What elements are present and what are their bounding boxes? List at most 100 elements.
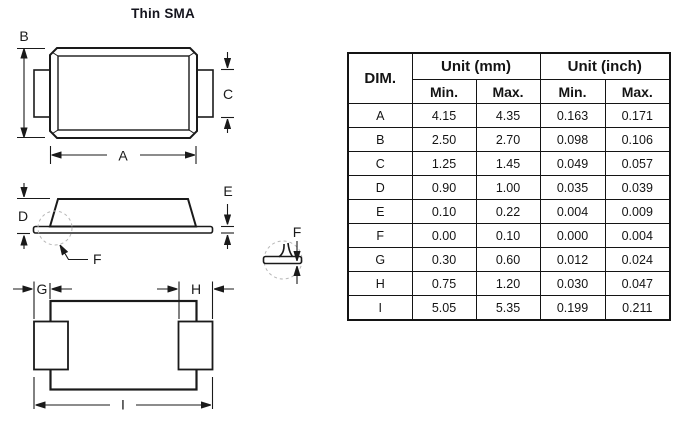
dim-value-cell: 0.024 [604,247,671,272]
dim-value-cell: 0.171 [604,103,671,128]
package-outline-drawing: B A C [13,28,303,413]
dim-label-d: D [18,208,28,224]
top-view-body-outline [49,47,198,139]
dim-label-b: B [19,28,28,44]
page-title: Thin SMA [131,6,195,21]
dim-label-f-detail: F [293,224,302,240]
dim-value-cell: 0.106 [604,127,671,152]
bottom-view: G H I [13,281,234,413]
corner-bevel [52,52,59,57]
dim-value-cell: 0.009 [604,199,671,224]
dimension-I: I [33,377,214,413]
dim-label-f: F [93,251,102,267]
dim-value-cell: 0.22 [475,199,541,224]
dim-value-cell: 0.004 [604,223,671,248]
dim-value-cell: 2.50 [411,127,477,152]
dimension-D: D [17,183,50,249]
dimension-C: C [221,52,234,133]
dim-label-g: G [37,281,48,297]
dim-label-c: C [223,86,233,102]
side-view: D E F [17,183,234,267]
dim-value-cell: 0.012 [539,247,606,272]
dim-value-cell: 5.05 [411,295,477,321]
lead-bend [287,242,294,257]
dim-value-cell: 0.00 [411,223,477,248]
dim-value-cell: 1.25 [411,151,477,176]
dim-letter-cell: D [347,175,413,200]
foot-cross-section [262,255,303,265]
corner-bevel [188,129,195,134]
corner-bevel [188,52,195,57]
dim-value-cell: 0.047 [604,271,671,296]
dim-letter-cell: H [347,271,413,296]
dim-value-cell: 1.45 [475,151,541,176]
top-view-right-lead [196,69,214,118]
bottom-view-body [49,299,198,391]
mm-min-header-cell: Min. [411,79,477,104]
dimension-A: A [49,146,197,164]
dim-letter-cell: F [347,223,413,248]
dimension-H: H [157,281,234,319]
corner-bevel [52,129,59,134]
dim-letter-cell: C [347,151,413,176]
dim-value-cell: 0.039 [604,175,671,200]
bottom-view-left-pad [33,320,69,371]
dim-value-cell: 0.004 [539,199,606,224]
dimension-B: B [17,28,45,139]
unit-inch-header-cell: Unit (inch) [539,52,671,80]
dim-header-cell: DIM. [347,52,413,104]
dim-value-cell: 1.20 [475,271,541,296]
dim-value-cell: 1.00 [475,175,541,200]
dim-value-cell: 0.057 [604,151,671,176]
dimension-E: E [221,183,234,249]
inch-max-header-cell: Max. [604,79,671,104]
dim-value-cell: 4.35 [475,103,541,128]
dim-letter-cell: B [347,127,413,152]
dim-letter-cell: E [347,199,413,224]
dim-value-cell: 0.90 [411,175,477,200]
lead-foot-detail: F [262,224,303,284]
mm-max-header-cell: Max. [475,79,541,104]
dim-label-a: A [118,148,128,164]
dim-label-h: H [191,281,201,297]
dim-value-cell: 0.049 [539,151,606,176]
dim-value-cell: 0.199 [539,295,606,321]
dimensions-table: DIM. Unit (mm) Unit (inch) Min. Max. Min… [347,52,671,321]
top-view-left-lead [33,69,51,118]
dimension-F-detail: F [293,224,302,284]
dim-value-cell: 5.35 [475,295,541,321]
top-view: B A C [17,28,234,164]
dim-value-cell: 0.035 [539,175,606,200]
dim-value-cell: 0.211 [604,295,671,321]
dim-value-cell: 0.75 [411,271,477,296]
dim-value-cell: 4.15 [411,103,477,128]
bottom-view-right-pad [177,320,214,371]
top-view-body-inner [57,55,190,131]
dimension-G: G [13,281,72,319]
side-view-body-outline [48,198,198,228]
dim-label-i: I [121,397,125,413]
dim-letter-cell: G [347,247,413,272]
dim-value-cell: 0.10 [475,223,541,248]
inch-min-header-cell: Min. [539,79,606,104]
dimension-F-callout: F [37,210,102,267]
dim-value-cell: 0.30 [411,247,477,272]
dim-label-e: E [223,183,232,199]
dim-value-cell: 0.030 [539,271,606,296]
dim-value-cell: 0.000 [539,223,606,248]
dim-value-cell: 0.10 [411,199,477,224]
lead-bend [278,243,285,258]
dim-value-cell: 0.098 [539,127,606,152]
detail-circle [37,210,73,246]
unit-mm-header-cell: Unit (mm) [411,52,541,80]
dim-letter-cell: A [347,103,413,128]
